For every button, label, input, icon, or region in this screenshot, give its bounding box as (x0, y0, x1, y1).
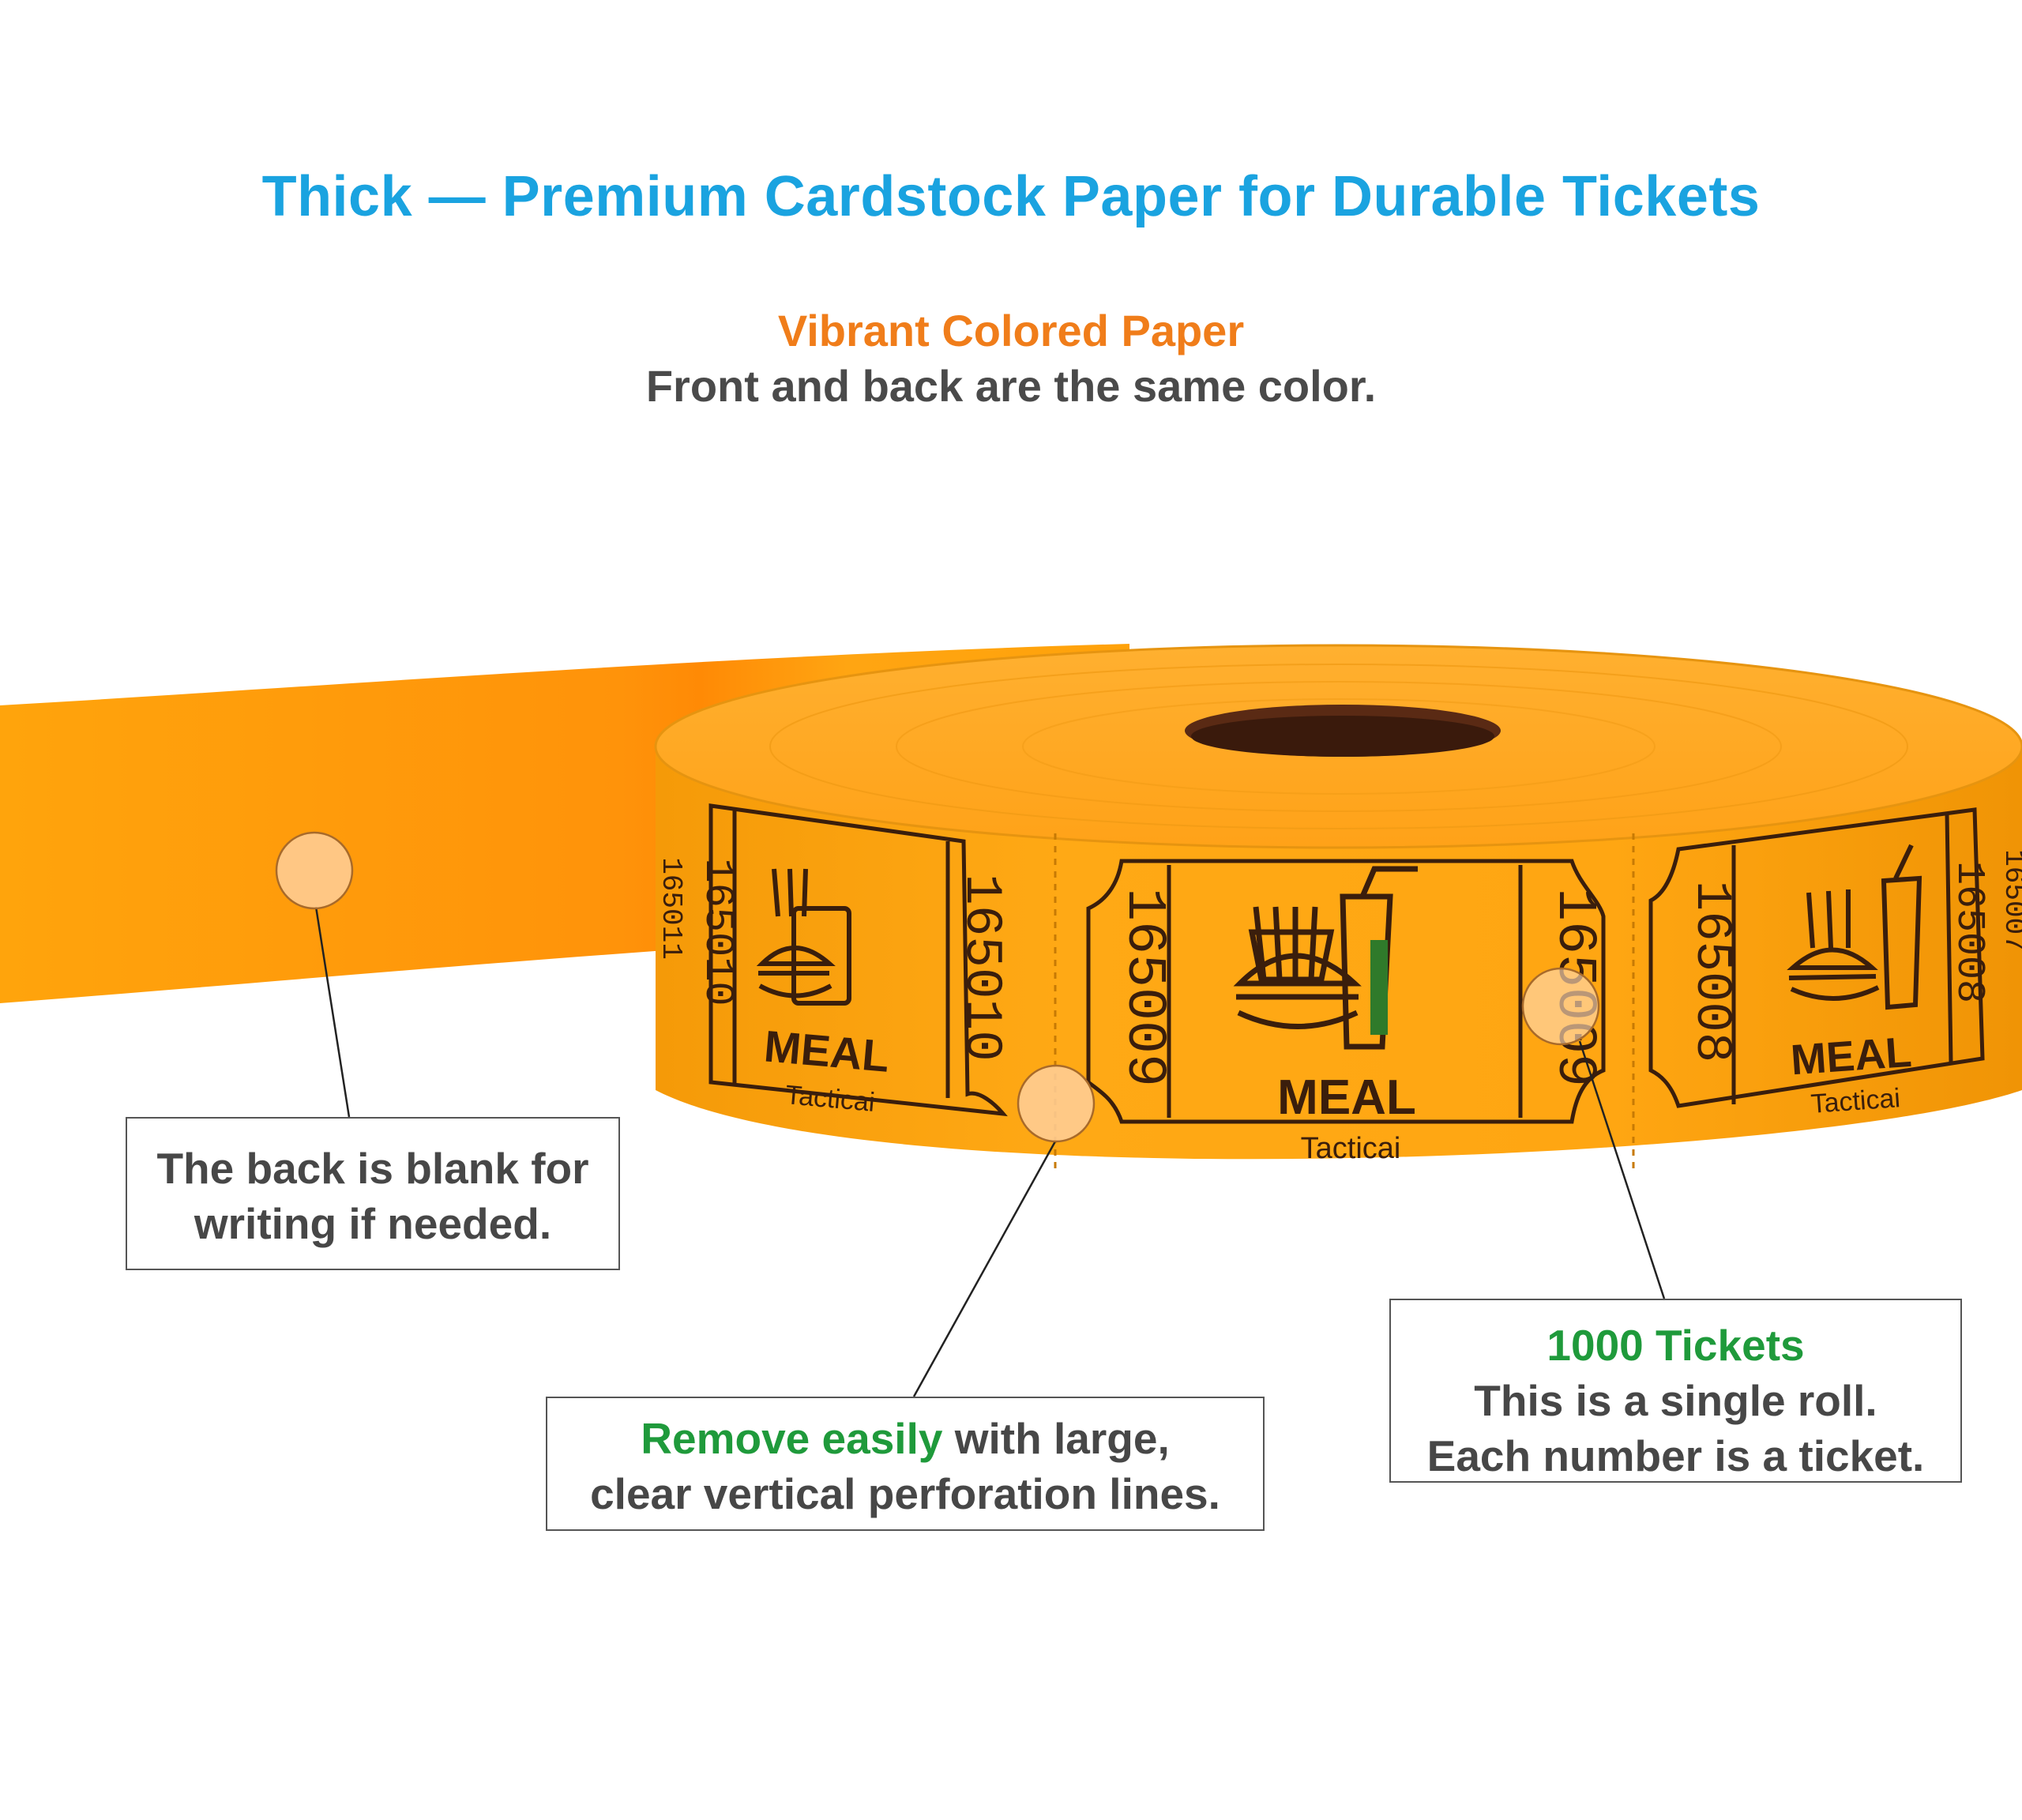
callout-text: with large, (942, 1414, 1170, 1463)
callout-marker (1017, 1064, 1096, 1143)
meal-icon (1787, 844, 1922, 1010)
ticket-brand: Tacticai (1810, 1083, 1901, 1119)
callout-ticket-count: 1000 Tickets This is a single roll. Each… (1389, 1299, 1962, 1483)
callout-line: Remove easily with large, (547, 1411, 1263, 1466)
meal-icon (1233, 866, 1418, 1050)
feature-title: Vibrant Colored Paper (777, 306, 1245, 355)
ticket-number: 165010 (952, 874, 1011, 1062)
ticket-165008 (1648, 807, 1985, 1108)
leader-line (912, 1141, 1057, 1397)
callout-text: clear vertical perforation lines. (590, 1469, 1220, 1518)
ticket-number: 165007 (1998, 849, 2022, 952)
callout-marker (275, 831, 354, 910)
callout-highlight: 1000 Tickets (1547, 1321, 1805, 1370)
ticket-number: 165008 (1682, 881, 1739, 1062)
ticket-meal-label: MEAL (1789, 1028, 1913, 1085)
meal-icon (756, 868, 851, 1006)
callout-text: The back is blank for (156, 1144, 589, 1193)
callout-text: writing if needed. (194, 1199, 552, 1248)
callout-marker (1521, 967, 1600, 1046)
page-headline: Thick — Premium Cardstock Paper for Dura… (261, 165, 1761, 228)
ticket-165010 (708, 803, 1008, 1117)
ticket-165009 (1086, 859, 1606, 1124)
ticket-number: 165011 (655, 857, 687, 960)
ticket-number: 165008 (1946, 861, 1991, 1003)
callout-text: Each number is a ticket. (1426, 1431, 1925, 1480)
leader-line (1578, 1040, 1666, 1299)
callout-perforation: Remove easily with large, clear vertical… (546, 1397, 1265, 1531)
callout-highlight: Remove easily (641, 1414, 943, 1463)
callout-blank-back: The back is blank for writing if needed. (126, 1117, 620, 1270)
ticket-meal-label: MEAL (1277, 1070, 1416, 1125)
ticket-number: 165009 (1112, 888, 1174, 1087)
callout-text: This is a single roll. (1474, 1376, 1877, 1425)
leader-line (314, 906, 351, 1118)
ticket-number: 165010 (694, 858, 741, 1006)
ticket-brand: Tacticai (1301, 1132, 1401, 1165)
ticket-meal-label: MEAL (762, 1021, 892, 1081)
feature-description: Front and back are the same color. (645, 361, 1377, 411)
